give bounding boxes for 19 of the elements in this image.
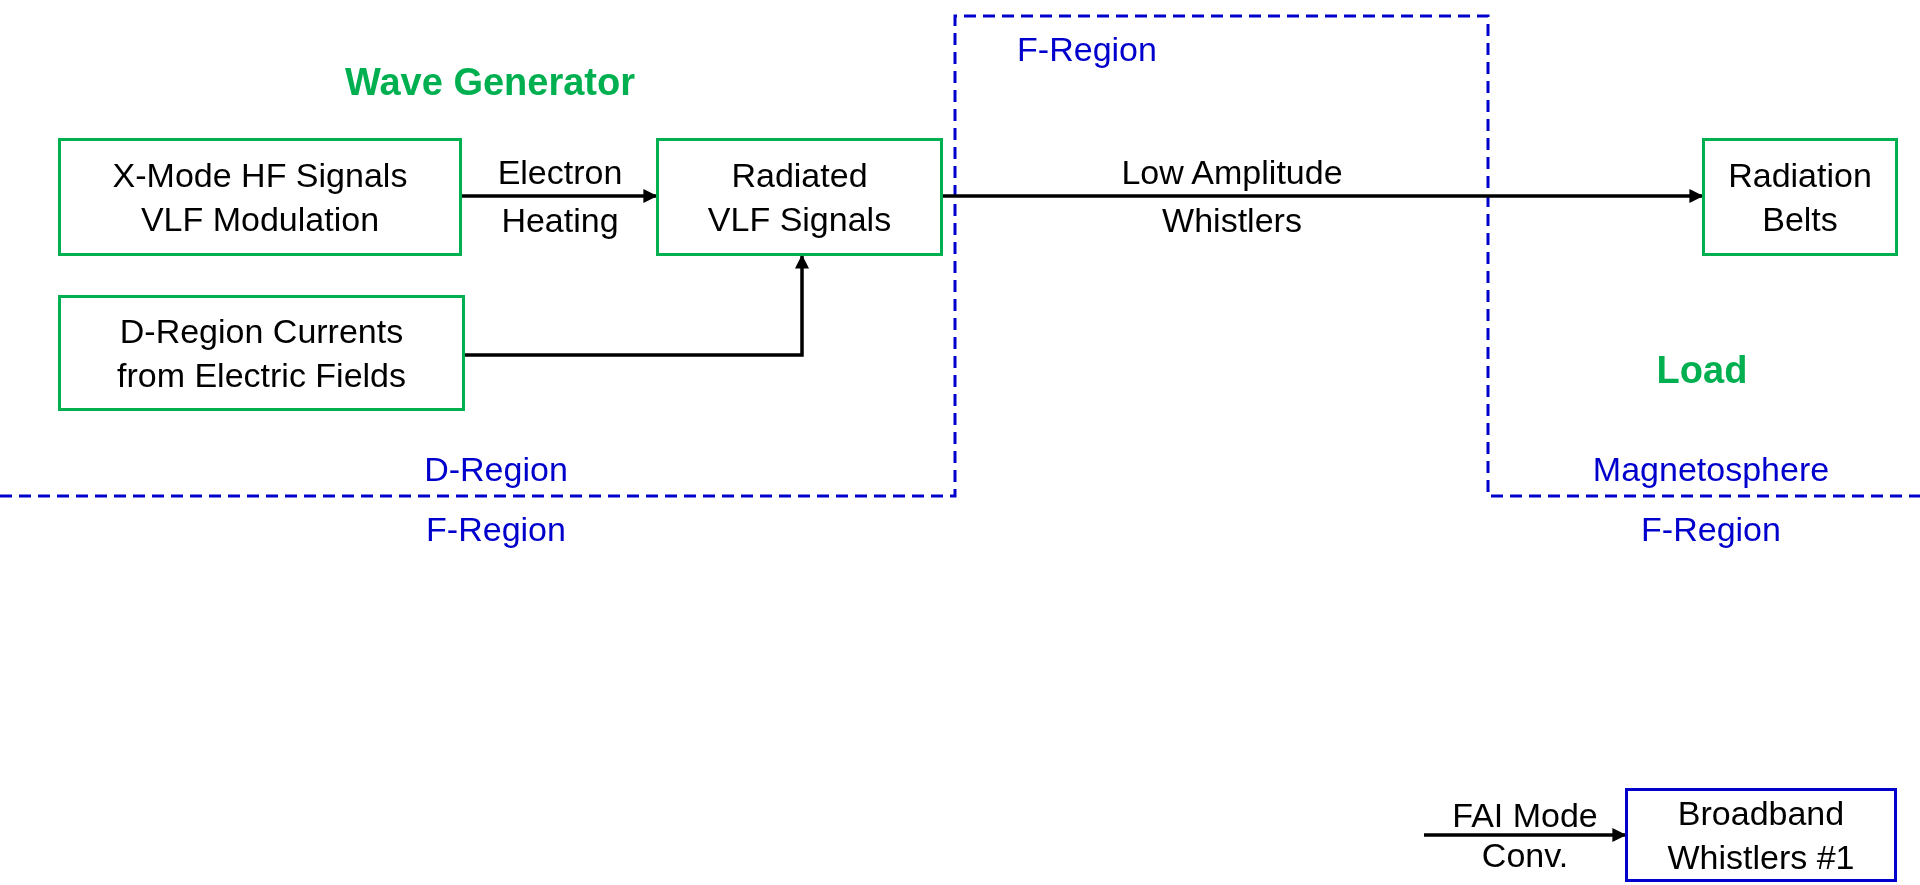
process-box: Radiation Belts: [1702, 138, 1898, 256]
edge-label: FAI Mode Conv.: [1451, 795, 1599, 875]
edge-label: Electron Heating: [496, 152, 624, 241]
region-label: Magnetosphere: [1592, 449, 1830, 489]
arrow: [1424, 828, 1627, 842]
arrow: [462, 189, 658, 203]
process-box: X-Mode HF Signals VLF Modulation: [58, 138, 462, 256]
process-box: Broadband Whistlers #1: [1625, 788, 1897, 882]
edge-label: Low Amplitude Whistlers: [1120, 152, 1344, 241]
process-box: Radiated VLF Signals: [656, 138, 943, 256]
arrow: [943, 189, 1704, 203]
region-label: D-Region: [424, 449, 568, 489]
arrow: [465, 254, 809, 357]
region-label: F-Region: [1017, 29, 1157, 69]
process-box: D-Region Currents from Electric Fields: [58, 295, 465, 411]
region-label: F-Region: [426, 509, 566, 549]
section-title: Wave Generator: [345, 60, 635, 104]
region-label: F-Region: [1641, 509, 1781, 549]
section-title: Load: [1656, 348, 1748, 392]
